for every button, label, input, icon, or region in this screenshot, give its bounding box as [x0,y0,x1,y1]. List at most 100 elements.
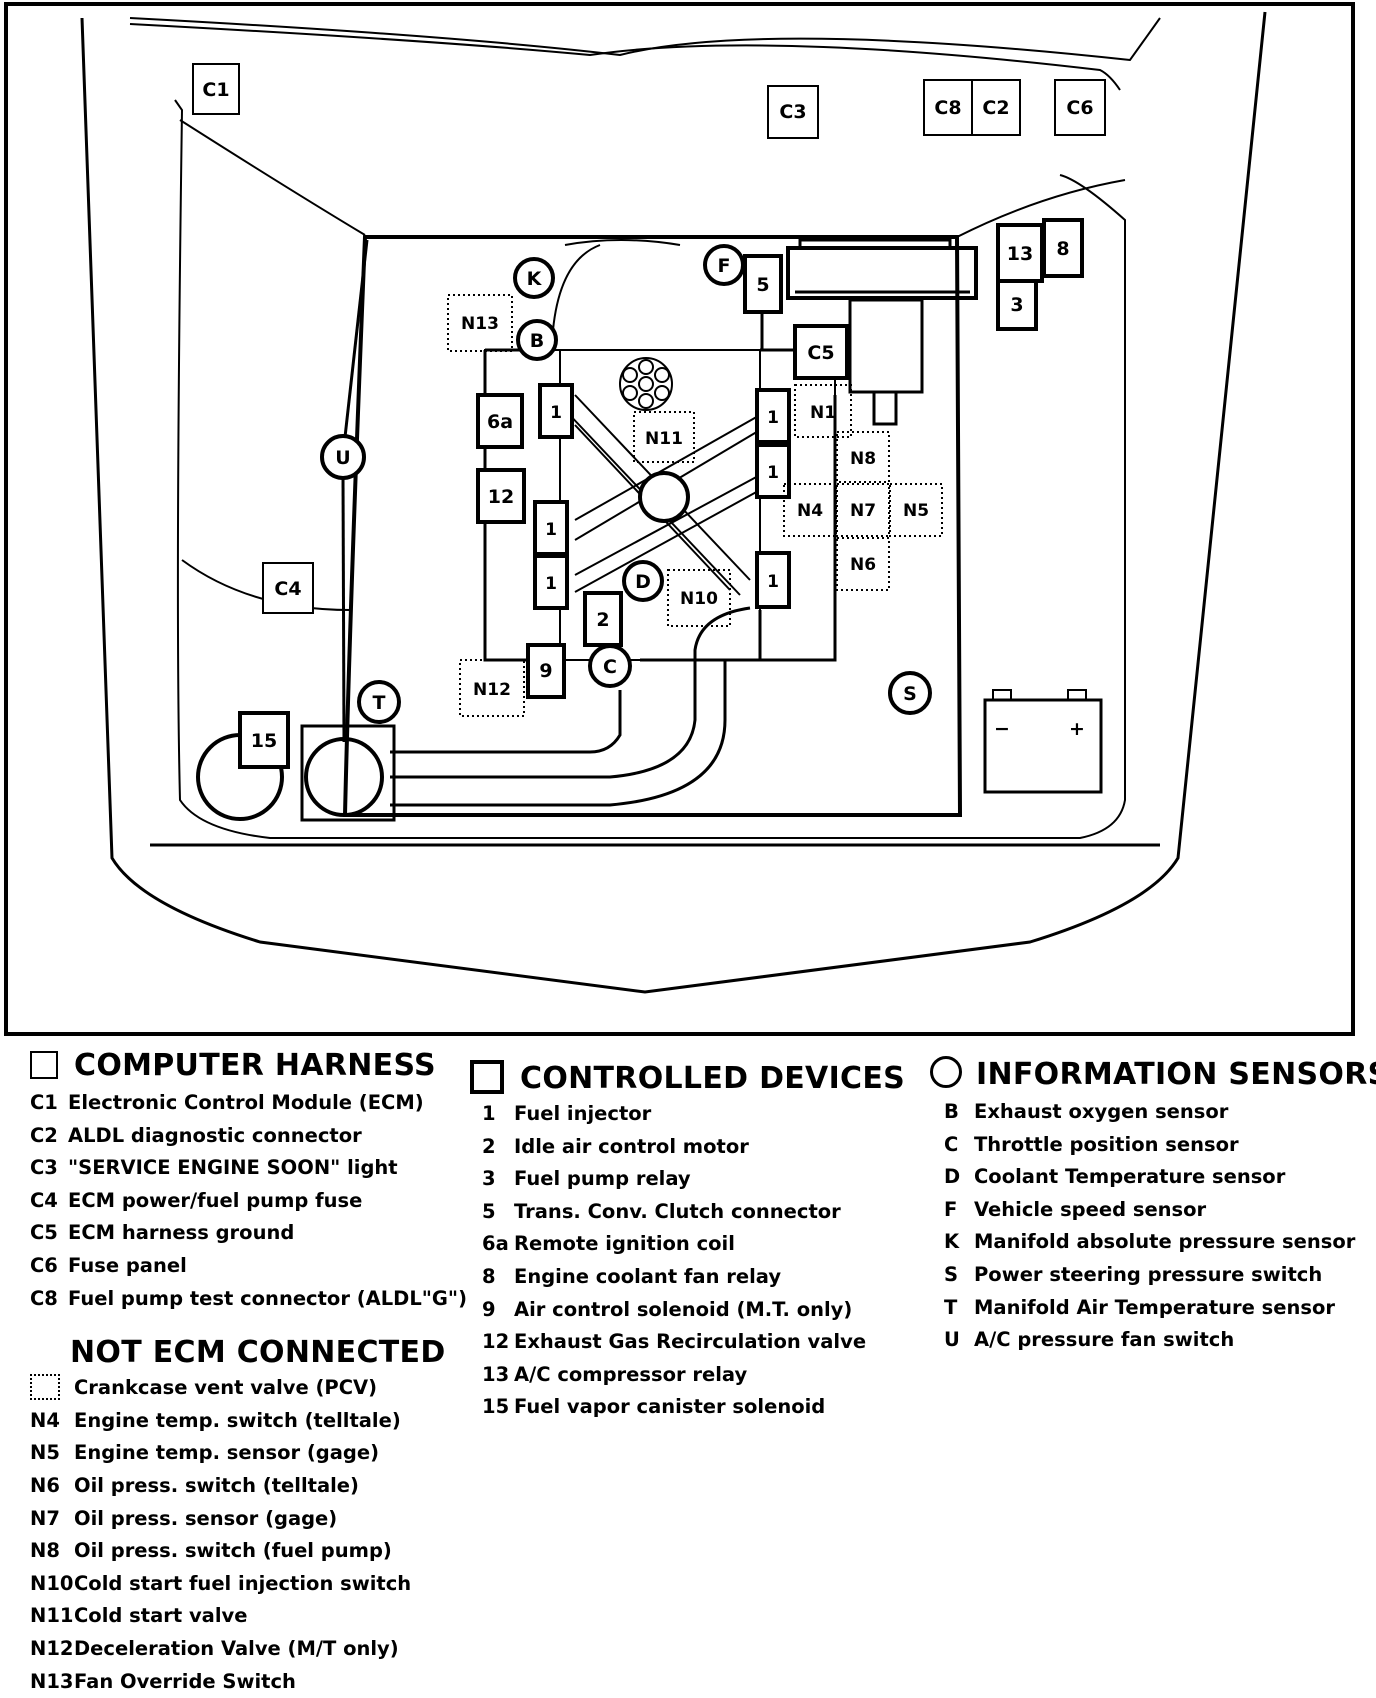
sensor-d-label: D [635,571,651,593]
legend-text: Manifold Air Temperature sensor [974,1296,1335,1319]
sensor-s-label: S [903,683,917,705]
harness-symbol [30,1051,58,1079]
legend-text: ECM power/fuel pump fuse [68,1189,362,1212]
legend-item-pcv: Crankcase vent valve (PCV) [30,1372,480,1405]
legend-text: Fuel pump test connector (ALDL"G") [68,1287,467,1310]
throttle-body [640,473,688,521]
sensor-f-label: F [718,255,731,277]
legend-text: ECM harness ground [68,1221,294,1244]
legend-controlled-devices-title: CONTROLLED DEVICES [520,1061,905,1096]
dotted-n12: N12 [460,660,524,716]
harness-c4-label: C4 [274,578,301,600]
legend-item: N12Deceleration Valve (M/T only) [30,1633,480,1666]
legend-code: C2 [30,1120,68,1153]
device-9: 9 [528,645,564,697]
legend-not-ecm-title: NOT ECM CONNECTED [70,1335,480,1370]
legend-code: C [944,1129,974,1162]
sensor-u-label: U [335,447,350,469]
legend-text: Manifold absolute pressure sensor [974,1230,1355,1253]
dotted-n11: N11 [634,412,694,462]
device-13-label: 13 [1007,243,1033,265]
legend-text: Fan Override Switch [74,1670,296,1693]
legend-text: Fuel vapor canister solenoid [514,1395,825,1418]
legend-text: Crankcase vent valve (PCV) [74,1376,377,1399]
legend-text: Throttle position sensor [974,1133,1239,1156]
legend-text: Oil press. switch (fuel pump) [74,1539,392,1562]
dotted-n7: N7 [837,484,889,536]
legend-code: N10 [30,1568,74,1601]
harness-c5-label: C5 [807,342,834,364]
device-8: 8 [1044,220,1082,276]
legend-item: N10Cold start fuel injection switch [30,1568,480,1601]
sensor-d: D [624,562,662,600]
injector-1e-label: 1 [545,574,557,594]
sensor-k-label: K [527,268,543,290]
cowl-line-left [180,120,365,235]
legend-text: Coolant Temperature sensor [974,1165,1285,1188]
legend-code: 1 [482,1098,514,1131]
dotted-n1-label: N1 [810,403,836,423]
legend-controlled-devices-heading: CONTROLLED DEVICES [470,1060,900,1096]
injector-1a: 1 [540,385,572,437]
fuel-pump-body [850,300,922,392]
injector-1f: 1 [757,553,789,607]
legend-text: Exhaust oxygen sensor [974,1100,1228,1123]
legend-text: A/C pressure fan switch [974,1328,1234,1351]
legend-code: 12 [482,1326,514,1359]
battery-body [985,700,1101,792]
legend-code: 8 [482,1261,514,1294]
legend-text: Idle air control motor [514,1135,749,1158]
engine-block [345,237,960,815]
fuel-pump-nozzle [874,392,896,424]
legend-code: N5 [30,1437,74,1470]
sensor-k: K [515,259,553,297]
legend-code: N6 [30,1470,74,1503]
legend-code: C1 [30,1087,68,1120]
device-5-label: 5 [756,274,769,296]
legend-code: F [944,1194,974,1227]
device-8-label: 8 [1056,238,1069,260]
device-5: 5 [745,256,781,312]
injector-1d: 1 [535,502,567,554]
legend-text: Cold start valve [74,1604,247,1627]
injector-1c-label: 1 [767,463,779,483]
distributor [620,358,672,410]
dotted-n1: N1 [795,385,851,437]
device-6a: 6a [478,395,522,447]
legend-computer-harness-title: COMPUTER HARNESS [74,1048,436,1083]
device-3: 3 [998,281,1036,329]
battery-plus: + [1069,718,1085,740]
legend-code: N13 [30,1666,74,1698]
legend-text: A/C compressor relay [514,1363,747,1386]
legend-text: Oil press. switch (telltale) [74,1474,359,1497]
legend-text: Engine temp. switch (telltale) [74,1409,401,1432]
legend-code: C4 [30,1185,68,1218]
device-12-label: 12 [488,486,514,508]
injector-1b: 1 [757,390,789,442]
legend-code: N11 [30,1600,74,1633]
legend-code: S [944,1259,974,1292]
legend-code: C8 [30,1283,68,1316]
legend-item: N13Fan Override Switch [30,1666,480,1698]
harness-c1: C1 [193,64,239,114]
fender-line [130,18,1160,60]
legend-text: Air control solenoid (M.T. only) [514,1298,852,1321]
dotted-n11-label: N11 [645,429,683,449]
device-15-label: 15 [251,730,277,752]
